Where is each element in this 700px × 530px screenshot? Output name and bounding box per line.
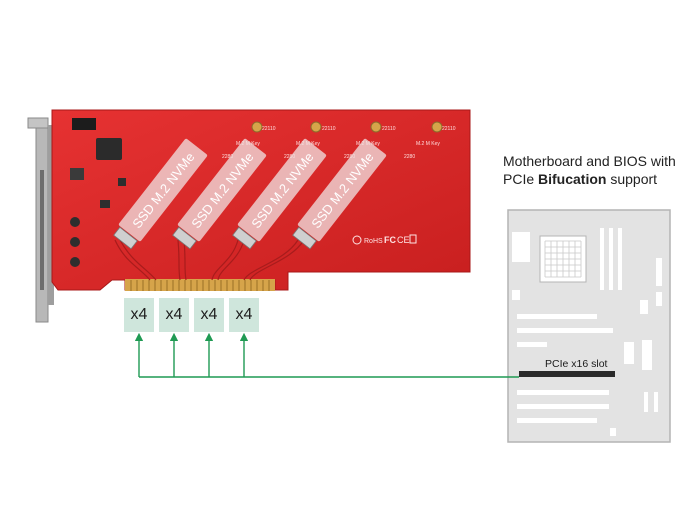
pcb-component xyxy=(100,200,110,208)
io-cutout xyxy=(656,292,662,306)
io-cutout xyxy=(644,392,648,412)
io-cutout xyxy=(512,290,520,300)
silk-key-label: M.2 M Key xyxy=(416,141,440,147)
ram-slot xyxy=(609,228,613,290)
ram-slot xyxy=(600,228,604,290)
expansion-slot xyxy=(517,342,547,347)
silk-size-label: 22110 xyxy=(262,126,276,132)
standoff-hole xyxy=(431,121,443,133)
silk-size-label: 2280 xyxy=(344,154,355,160)
io-cutout xyxy=(654,392,658,412)
expansion-slot xyxy=(517,328,613,333)
expansion-slot xyxy=(517,314,597,319)
pcb-chip xyxy=(70,168,84,180)
expansion-slot xyxy=(517,404,609,409)
silk-size-label: 2280 xyxy=(284,154,295,160)
pcb-header xyxy=(72,118,96,130)
cpu-socket-grid xyxy=(544,240,582,278)
caption: Motherboard and BIOS with PCIe Bifucatio… xyxy=(503,152,693,188)
certification-marks: RoHS FC CE xyxy=(352,234,417,245)
connector-pins xyxy=(130,280,270,291)
pcie-slot-label: PCIe x16 slot xyxy=(545,358,608,370)
standoff-hole xyxy=(370,121,382,133)
fc-mark: FC xyxy=(384,235,396,245)
pcb-component xyxy=(118,178,126,186)
silk-size-label: 22110 xyxy=(382,126,396,132)
ce-mark: CE xyxy=(397,235,410,245)
io-cutout xyxy=(656,258,662,286)
silk-size-label: 2280 xyxy=(404,154,415,160)
lane-label: x4 xyxy=(194,298,224,332)
trash-bin-icon xyxy=(409,234,417,244)
standoff-hole xyxy=(310,121,322,133)
lane-label: x4 xyxy=(124,298,154,332)
motherboard-board xyxy=(507,209,671,443)
silk-size-label: 22110 xyxy=(322,126,336,132)
standoff-hole xyxy=(251,121,263,133)
mounting-bracket xyxy=(27,117,54,323)
recycle-icon xyxy=(352,235,362,245)
pcie-x16-slot xyxy=(519,371,615,377)
gold-connector xyxy=(125,279,275,291)
caption-line-2: PCIe Bifucation support xyxy=(503,170,693,188)
lane-label: x4 xyxy=(229,298,259,332)
caption-line-1: Motherboard and BIOS with xyxy=(503,153,676,169)
pcie-card: M.2 M Key M.2 M Key M.2 M Key M.2 M Key … xyxy=(51,109,471,291)
caption-bold-term: Bifucation xyxy=(538,171,607,187)
pcb-component xyxy=(70,217,80,227)
rohs-mark: RoHS xyxy=(364,238,383,245)
lane-label: x4 xyxy=(159,298,189,332)
pcb-component xyxy=(70,237,80,247)
motherboard xyxy=(507,209,671,443)
caption-suffix: support xyxy=(606,171,658,187)
pcb-component xyxy=(70,257,80,267)
caption-prefix: PCIe xyxy=(503,171,539,187)
pcb-chip xyxy=(96,138,122,160)
expansion-slot xyxy=(517,390,609,395)
io-cutout xyxy=(512,232,530,262)
expansion-slot xyxy=(517,418,597,423)
io-cutout xyxy=(640,300,648,314)
silk-size-label: 22110 xyxy=(442,126,456,132)
ram-slot xyxy=(618,228,622,290)
silk-size-label: 2280 xyxy=(222,154,233,160)
lane-connectors xyxy=(134,332,519,378)
pcb-traces xyxy=(114,239,305,281)
io-cutout xyxy=(610,428,616,436)
io-cutout xyxy=(642,340,652,370)
io-cutout xyxy=(624,342,634,364)
